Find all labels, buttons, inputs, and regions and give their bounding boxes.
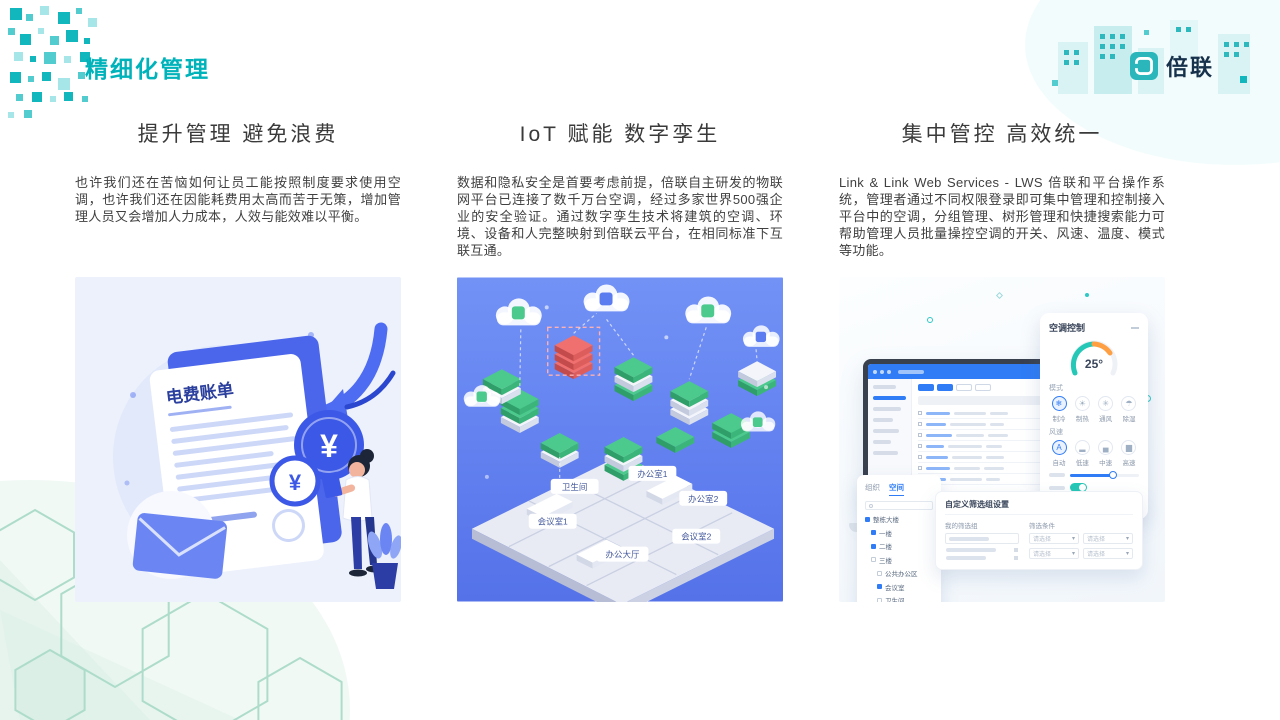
temperature-gauge: 25° [1049,337,1139,379]
currency-symbol-small: ¥ [289,470,302,495]
umbrella-icon: ☂ [1121,396,1137,411]
square-decoration [995,291,1004,300]
high-speed-icon: ▆ [1121,440,1137,455]
cloud-icons [463,284,780,432]
dashboard-content [912,379,1082,510]
mode-section-label: 模式 [1049,385,1063,392]
currency-symbol-large: ¥ [320,428,338,464]
low-speed-icon: ▂ [1074,440,1090,455]
mode-buttons: ❄制冷 ☀制热 ✳通风 ☂除湿 [1049,396,1139,423]
tree-item: 二楼 [871,541,933,551]
ac-control-panel: 空调控制 25° 模式 ❄制冷 ☀制热 [1040,313,1148,519]
chevron-down-icon: ▾ [1125,551,1129,557]
tab-organization: 组织 [865,483,880,492]
room-label: 会议室1 [538,517,568,527]
brand-logo-icon [1129,52,1158,80]
column-2-illustration: 卫生间 办公室1 办公室2 会议室1 办公大厅 会议室2 [457,277,783,602]
tree-item: 整栋大楼 [865,514,933,524]
room-label: 办公室1 [637,469,667,479]
swing-toggle-row [1049,483,1139,492]
chevron-down-icon: ▾ [1071,536,1075,542]
filter-select: 请选择▾ [1083,533,1133,544]
floor-plan-platform [471,454,775,602]
column-1-illustration: 电费账单 ¥ [75,277,401,602]
search-icon [869,503,873,508]
snowflake-icon: ❄ [1051,396,1067,411]
auto-icon: A [1051,440,1067,455]
dot-decoration [1085,293,1089,297]
dot-decoration [927,317,933,323]
envelope-icon [132,513,227,579]
temperature-slider [1049,471,1139,479]
tree-item: 会议室 [877,582,933,592]
chevron-down-icon: ▾ [1125,536,1129,542]
chevron-down-icon: ▾ [1071,551,1075,557]
toggle-switch [1070,483,1087,492]
tab-space: 空间 [889,482,904,496]
filter-groups-label: 我的筛选组 [945,523,978,530]
column-3-heading: 集中管控 高效统一 [901,123,1103,146]
table-header [918,396,1076,405]
fan-icon: ✳ [1098,396,1114,411]
room-labels: 卫生间 办公室1 办公室2 会议室1 办公大厅 会议室2 [528,465,728,562]
room-label: 卫生间 [562,482,587,492]
column-2-heading: IoT 赋能 数字孪生 [519,123,721,146]
content-columns: 提升管理 避免浪费 也许我们还在苦恼如何让员工能按照制度要求使用空调，也许我们还… [75,118,1165,610]
room-label: 办公室2 [688,494,718,504]
filter-panel-title: 自定义筛选组设置 [945,499,1133,515]
column-management: 提升管理 避免浪费 也许我们还在苦恼如何让员工能按照制度要求使用空调，也许我们还… [75,118,401,610]
mode-dry-button: ☂除湿 [1119,396,1139,423]
ac-panel-title: 空调控制 [1049,323,1086,333]
filter-select: 请选择▾ [1029,533,1079,544]
filter-group-item [946,548,1018,552]
pixel-decoration [8,6,97,118]
remove-icon [1014,556,1018,560]
filter-settings-panel: 自定义筛选组设置 我的筛选组 筛选条件 请选择▾ 请选择▾ [935,491,1143,570]
remove-icon [1014,548,1018,552]
mode-heat-button: ☀制热 [1072,396,1092,423]
sun-icon: ☀ [1074,396,1090,411]
alert-stack [547,326,601,380]
tree-item: 公共办公区 [877,568,933,578]
tree-search-input [865,501,933,510]
device-stacks [482,326,777,481]
fan-mid-button: ▄中速 [1096,440,1116,467]
minimize-icon [1131,326,1139,329]
brand: 倍联 [1129,50,1214,82]
page-title: 精细化管理 [85,56,210,82]
temperature-value: 25° [1085,357,1103,371]
space-tree-panel: 组织 空间 整栋大楼 一楼 二楼 三楼 公共办公区 会议室 卫生间 走廊 [857,475,941,602]
tree-item: 三楼 [871,555,933,565]
column-1-heading: 提升管理 避免浪费 [137,123,339,146]
plant [367,523,401,589]
column-2-body: 数据和隐私安全是首要考虑前提，倍联自主研发的物联网平台已连接了数千万台空调，经过… [457,175,783,258]
tree-item: 一楼 [871,528,933,538]
mode-cool-button: ❄制冷 [1049,396,1069,423]
mid-speed-icon: ▄ [1098,440,1114,455]
column-3-body: Link & Link Web Services - LWS 倍联和平台操作系统… [839,175,1165,258]
fan-high-button: ▆高速 [1119,440,1139,467]
mode-fan-button: ✳通风 [1096,396,1116,423]
filter-group-item [946,556,1018,560]
column-1-body: 也许我们还在苦恼如何让员工能按照制度要求使用空调，也许我们还在因能耗费用太高而苦… [75,175,401,224]
tree-item: 卫生间 [877,595,933,602]
filter-select: 请选择▾ [1083,548,1133,559]
filter-group-input [945,533,1019,544]
room-label: 会议室2 [681,532,711,542]
column-iot: IoT 赋能 数字孪生 数据和隐私安全是首要考虑前提，倍联自主研发的物联网平台已… [457,118,783,610]
filter-select: 请选择▾ [1029,548,1079,559]
filter-conditions-label: 筛选条件 [1029,523,1055,530]
brand-name: 倍联 [1165,55,1214,80]
column-3-illustration: 空调控制 25° 模式 ❄制冷 ☀制热 [839,277,1165,602]
room-label: 办公大厅 [606,550,640,560]
column-control: 集中管控 高效统一 Link & Link Web Services - LWS… [839,118,1165,610]
fan-section-label: 风速 [1049,429,1063,436]
fan-low-button: ▂低速 [1072,440,1092,467]
